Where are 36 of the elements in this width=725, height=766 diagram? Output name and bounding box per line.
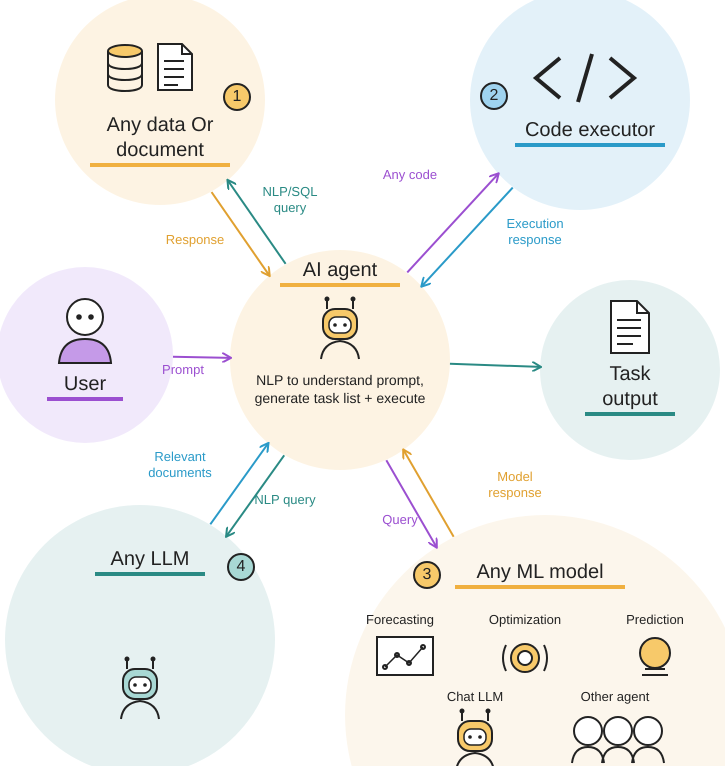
caption-text: Optimization bbox=[488, 611, 562, 629]
arrow bbox=[420, 186, 514, 288]
edge-label: Any code bbox=[382, 166, 438, 184]
number-badge: 1 bbox=[223, 83, 251, 111]
circle-title: Any LLM bbox=[95, 547, 205, 576]
circle-title: User bbox=[47, 372, 123, 401]
edge-label: Model response bbox=[487, 468, 543, 502]
caption-text: NLP to understand prompt, generate task list + execute bbox=[254, 372, 426, 407]
arrow bbox=[226, 178, 286, 264]
arrow bbox=[210, 191, 271, 278]
edge-label: Execution response bbox=[505, 216, 565, 248]
number-badge: 3 bbox=[413, 561, 441, 589]
circle-title: AI agent bbox=[280, 258, 400, 287]
number-badge: 4 bbox=[227, 553, 255, 581]
arrow bbox=[406, 172, 500, 274]
arrow bbox=[172, 352, 232, 364]
caption-text: Other agent bbox=[580, 688, 650, 706]
edge-label: NLP/SQL query bbox=[262, 184, 318, 216]
caption-text: Forecasting bbox=[365, 611, 435, 629]
edge-label: Query bbox=[381, 512, 419, 528]
arrow bbox=[450, 360, 542, 373]
arrow bbox=[385, 460, 438, 549]
arrow bbox=[225, 454, 286, 538]
arrow bbox=[402, 448, 455, 538]
number-badge: 2 bbox=[480, 82, 508, 110]
edge-label: NLP query bbox=[253, 492, 317, 508]
edge-label: Response bbox=[164, 232, 226, 248]
arrow bbox=[210, 442, 270, 525]
caption-text: Chat LLM bbox=[446, 688, 504, 706]
circle-title: Any ML model bbox=[455, 560, 625, 589]
circle-title: Code executor bbox=[515, 118, 665, 147]
edge-label: Relevant documents bbox=[147, 448, 213, 482]
circle-title: Any data Or document bbox=[90, 113, 230, 167]
caption-text: Prediction bbox=[625, 611, 685, 629]
edge-label: Prompt bbox=[161, 362, 205, 378]
circle-title: Task output bbox=[585, 362, 675, 416]
